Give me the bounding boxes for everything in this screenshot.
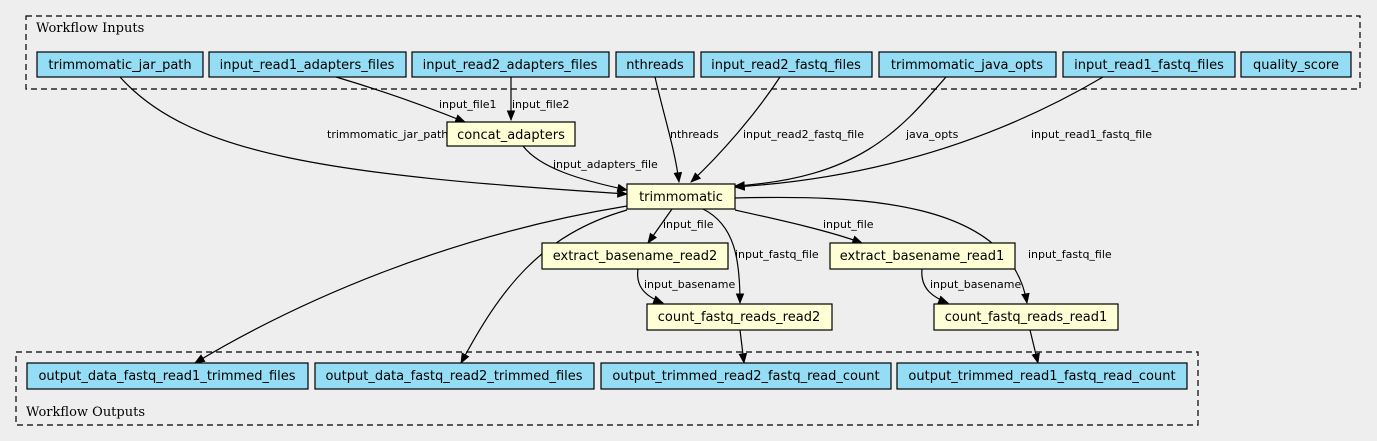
node-label: count_fastq_reads_read2 xyxy=(658,310,820,325)
edge-nthreads-trimmomatic xyxy=(654,76,683,184)
edge-read2-fastq-trimmomatic xyxy=(690,76,781,183)
edge-extract1-count1 xyxy=(921,268,950,304)
input-node-trimmomatic-java-opts[interactable]: trimmomatic_java_opts xyxy=(878,51,1057,78)
input-node-nthreads[interactable]: nthreads xyxy=(615,51,695,78)
edge-trim-extract2 xyxy=(647,208,673,244)
edge-label: nthreads xyxy=(670,128,719,141)
node-label: output_trimmed_read1_fastq_read_count xyxy=(908,369,1175,384)
edge-trim-count2 xyxy=(702,208,745,305)
edge-label: input_fastq_file xyxy=(1028,248,1112,261)
edges xyxy=(119,76,1104,365)
node-label: input_read2_adapters_files xyxy=(423,58,598,73)
edge-label: input_fastq_file xyxy=(735,248,819,261)
node-label: input_read1_adapters_files xyxy=(220,58,395,73)
edge-label: trimmomatic_jar_path xyxy=(327,128,448,141)
output-node-fastq-read2-trimmed-files[interactable]: output_data_fastq_read2_trimmed_files xyxy=(314,362,595,390)
input-node-input-read2-adapters-files[interactable]: input_read2_adapters_files xyxy=(411,51,610,78)
node-label: trimmomatic_jar_path xyxy=(48,58,191,73)
workflow-inputs-label: Workflow Inputs xyxy=(36,21,144,36)
edge-label: input_read2_fastq_file xyxy=(743,128,864,141)
node-label: trimmomatic xyxy=(639,190,723,205)
edge-read1-adapters-concat xyxy=(335,76,467,123)
output-node-trimmed-read1-fastq-read-count[interactable]: output_trimmed_read1_fastq_read_count xyxy=(896,362,1188,390)
task-node-trimmomatic[interactable]: trimmomatic xyxy=(626,183,736,210)
task-node-extract-basename-read2[interactable]: extract_basename_read2 xyxy=(541,242,729,270)
task-node-count-fastq-reads-read2[interactable]: count_fastq_reads_read2 xyxy=(646,303,833,331)
edge-label: input_read1_fastq_file xyxy=(1031,128,1152,141)
node-label: quality_score xyxy=(1253,58,1339,73)
edge-label: java_opts xyxy=(905,128,959,141)
output-node-trimmed-read2-fastq-read-count[interactable]: output_trimmed_read2_fastq_read_count xyxy=(600,362,892,390)
task-node-extract-basename-read1[interactable]: extract_basename_read1 xyxy=(829,242,1016,270)
input-node-input-read1-adapters-files[interactable]: input_read1_adapters_files xyxy=(208,51,407,78)
node-label: nthreads xyxy=(626,58,684,73)
task-nodes: concat_adapters trimmomatic extract_base… xyxy=(446,121,1119,331)
edge-count1-out xyxy=(1029,329,1040,365)
node-label: trimmomatic_java_opts xyxy=(891,58,1043,73)
workflow-outputs-cluster: Workflow Outputs xyxy=(15,351,1199,426)
workflow-outputs-label: Workflow Outputs xyxy=(26,405,145,420)
edge-label: input_adapters_file xyxy=(553,158,658,171)
node-label: extract_basename_read2 xyxy=(553,249,718,264)
edge-trim-out-read1 xyxy=(194,205,628,364)
node-label: extract_basename_read1 xyxy=(840,249,1005,264)
node-label: input_read1_fastq_files xyxy=(1074,58,1224,73)
input-node-input-read2-fastq-files[interactable]: input_read2_fastq_files xyxy=(700,51,873,78)
edge-trim-extract1 xyxy=(734,209,864,244)
node-label: output_data_fastq_read2_trimmed_files xyxy=(325,369,582,384)
node-label: output_data_fastq_read1_trimmed_files xyxy=(38,369,295,384)
output-nodes: output_data_fastq_read1_trimmed_files ou… xyxy=(26,362,1188,390)
edge-label: input_file1 xyxy=(439,98,497,111)
node-label: count_fastq_reads_read1 xyxy=(945,310,1107,325)
edge-jar-trimmomatic xyxy=(119,76,629,198)
edge-label: input_basename xyxy=(930,278,1021,291)
node-label: input_read2_fastq_files xyxy=(711,58,861,73)
edge-label: input_file xyxy=(663,218,714,231)
output-node-fastq-read1-trimmed-files[interactable]: output_data_fastq_read1_trimmed_files xyxy=(26,362,309,390)
edge-labels: input_file1 input_file2 trimmomatic_jar_… xyxy=(327,98,1152,291)
workflow-inputs-cluster: Workflow Inputs xyxy=(25,15,1361,90)
edge-concat-trimmomatic xyxy=(522,145,629,193)
input-nodes: trimmomatic_jar_path input_read1_adapter… xyxy=(36,51,1352,78)
input-node-quality-score[interactable]: quality_score xyxy=(1240,51,1352,78)
edge-extract2-count2 xyxy=(637,268,665,304)
edge-read1-fastq-trimmomatic xyxy=(733,76,1104,191)
edge-label: input_file xyxy=(823,218,874,231)
node-label: output_trimmed_read2_fastq_read_count xyxy=(612,369,879,384)
input-node-trimmomatic-jar-path[interactable]: trimmomatic_jar_path xyxy=(36,51,204,78)
input-node-input-read1-fastq-files[interactable]: input_read1_fastq_files xyxy=(1062,51,1236,78)
task-node-count-fastq-reads-read1[interactable]: count_fastq_reads_read1 xyxy=(933,303,1119,331)
edge-label: input_file2 xyxy=(512,98,570,111)
edge-trim-out-read2 xyxy=(460,209,628,364)
task-node-concat-adapters[interactable]: concat_adapters xyxy=(446,121,576,147)
edge-label: input_basename xyxy=(644,278,735,291)
edge-count2-out xyxy=(738,329,748,365)
edge-javaopts-trimmomatic xyxy=(733,76,947,190)
node-label: concat_adapters xyxy=(457,128,565,143)
